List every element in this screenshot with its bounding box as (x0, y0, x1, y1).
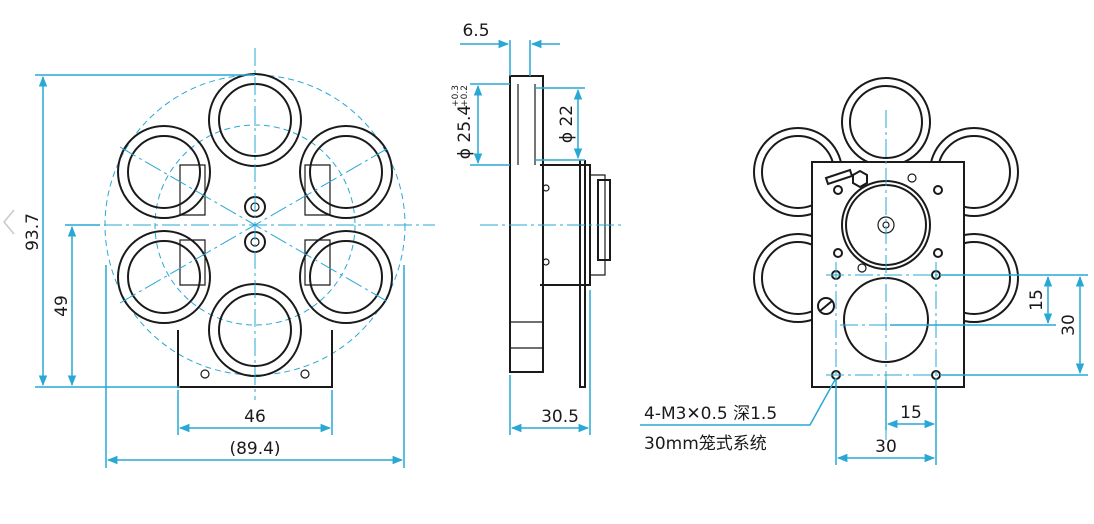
dim-depth: 30.5 (541, 407, 579, 427)
back-view-dimensions (640, 274, 1088, 465)
front-view-dimensions (35, 74, 405, 468)
side-view-dimensions (460, 39, 591, 435)
dim-aperture-outer: ϕ 25.4 (455, 105, 475, 159)
dim-plate-width: 46 (244, 407, 266, 427)
side-view (480, 75, 625, 388)
dim-vertical: 30 (1059, 314, 1079, 336)
dim-horizontal: 30 (875, 437, 897, 457)
front-view (75, 48, 435, 400)
thread-note: 4-M3✕0.5 深1.5 (644, 404, 777, 424)
dim-height-total: 93.7 (23, 213, 43, 251)
dim-tolerance-upper: +0.3 (451, 85, 461, 107)
dim-vertical-half: 15 (1027, 289, 1047, 311)
dim-horizontal-half: 15 (900, 403, 922, 423)
dim-total-width: (89.4) (229, 439, 280, 459)
dim-tolerance-lower: +0.2 (460, 85, 470, 107)
dim-aperture-inner: ϕ 22 (557, 105, 577, 143)
cage-system-note: 30mm笼式系统 (644, 434, 767, 454)
dim-thickness: 6.5 (462, 21, 489, 41)
chevron-left-icon (3, 209, 15, 235)
dim-height-center: 49 (52, 295, 72, 317)
